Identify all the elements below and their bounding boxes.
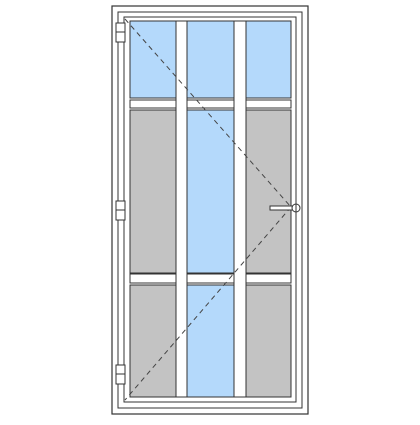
pane-top-right [245, 20, 292, 99]
pane-middle-right [245, 109, 292, 274]
mullion-right [233, 20, 247, 398]
pane-grid [129, 20, 292, 398]
hinge-bottom [115, 364, 126, 385]
pane-middle-center [186, 109, 235, 274]
pane-bottom-center [186, 284, 235, 398]
transom-bar-lower [129, 273, 292, 284]
pane-top-center [186, 20, 235, 99]
pane-bottom-right [245, 284, 292, 398]
hinge-middle [115, 200, 126, 221]
pane-middle-left [129, 109, 177, 274]
door-handle [269, 203, 301, 214]
hinges [115, 22, 126, 385]
mullion-left [175, 20, 188, 398]
hinge-top [115, 22, 126, 43]
swing-indicator [124, 18, 292, 401]
pane-bottom-left [129, 284, 177, 398]
transom-bar-upper [129, 99, 292, 109]
